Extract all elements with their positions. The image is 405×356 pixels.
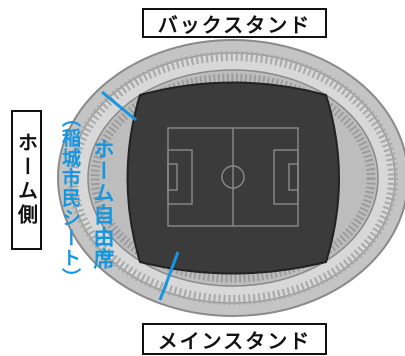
back-stand-text: バックスタンド: [157, 12, 312, 37]
home-side-text: ホーム側: [14, 132, 39, 228]
home-area-subtitle: （稲城市民シート）: [59, 108, 81, 288]
home-area-divider-top: [101, 90, 137, 122]
home-area-divider-bottom: [158, 251, 180, 301]
main-stand-label: メインスタンド: [142, 323, 327, 355]
lower-seat-rows: [90, 73, 376, 283]
home-area-name: ホーム自由席: [91, 138, 115, 270]
back-stand-label: バックスタンド: [142, 8, 327, 38]
soccer-pitch: [167, 127, 299, 227]
main-stand-text: メインスタンド: [157, 328, 312, 353]
home-side-label: ホーム側: [11, 110, 42, 250]
seat-rows: [68, 51, 398, 305]
